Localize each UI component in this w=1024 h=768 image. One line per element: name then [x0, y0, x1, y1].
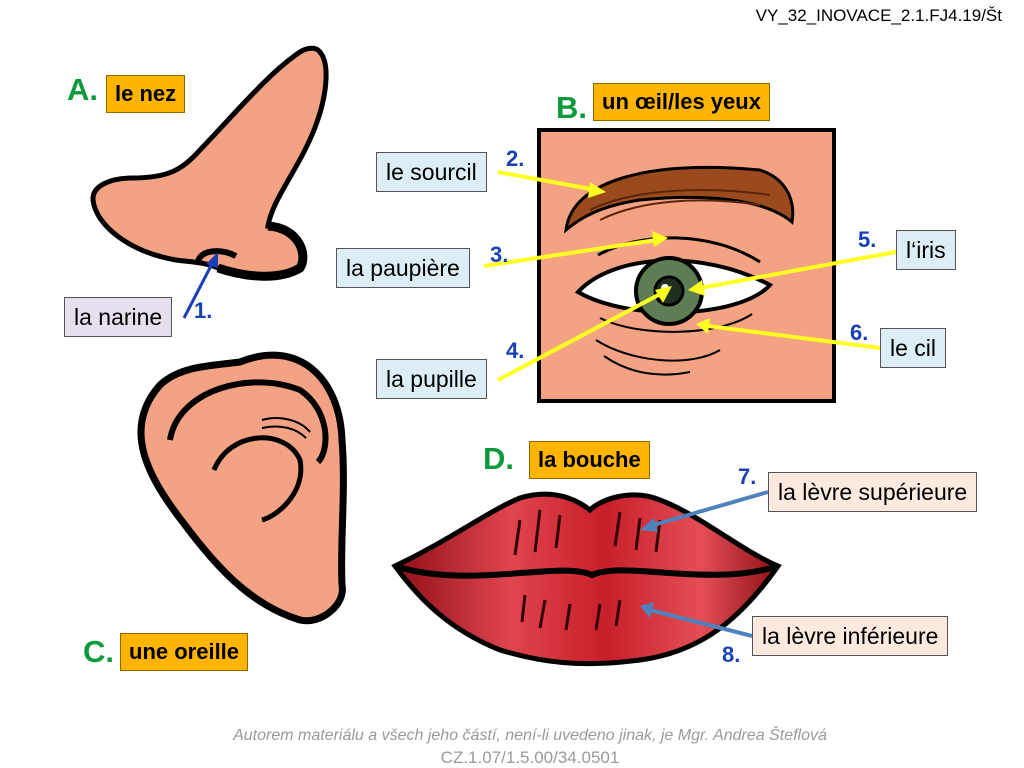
label-levre-superieure: la lèvre supérieure — [768, 472, 977, 512]
section-d-letter: D. — [483, 441, 514, 477]
section-c-letter: C. — [83, 634, 114, 670]
number-6: 6. — [850, 320, 868, 346]
section-d-title: la bouche — [529, 441, 650, 479]
section-b-title: un œil/les yeux — [593, 83, 770, 121]
document-code: VY_32_INOVACE_2.1.FJ4.19/Št — [756, 6, 1002, 26]
number-4: 4. — [506, 338, 524, 364]
label-le-sourcil: le sourcil — [376, 152, 487, 192]
label-la-pupille: la pupille — [376, 359, 487, 399]
eye-illustration — [539, 130, 834, 401]
number-3: 3. — [490, 242, 508, 268]
label-le-cil: le cil — [880, 328, 946, 368]
section-a-letter: A. — [67, 72, 98, 108]
label-la-narine: la narine — [64, 297, 172, 337]
number-1: 1. — [194, 298, 212, 324]
number-2: 2. — [506, 146, 524, 172]
footer-code: CZ.1.07/1.5.00/34.0501 — [0, 748, 1024, 768]
ear-illustration — [141, 355, 343, 621]
lips-illustration — [395, 494, 778, 663]
section-b-letter: B. — [556, 90, 587, 126]
number-8: 8. — [722, 642, 740, 668]
number-7: 7. — [738, 464, 756, 490]
number-5: 5. — [858, 227, 876, 253]
section-a-title: le nez — [106, 75, 185, 113]
label-la-paupiere: la paupière — [336, 248, 470, 288]
label-levre-inferieure: la lèvre inférieure — [752, 616, 948, 656]
label-l-iris: l‘iris — [896, 230, 956, 270]
section-c-title: une oreille — [120, 633, 248, 671]
footer-author: Autorem materiálu a všech jeho částí, ne… — [0, 727, 1024, 745]
